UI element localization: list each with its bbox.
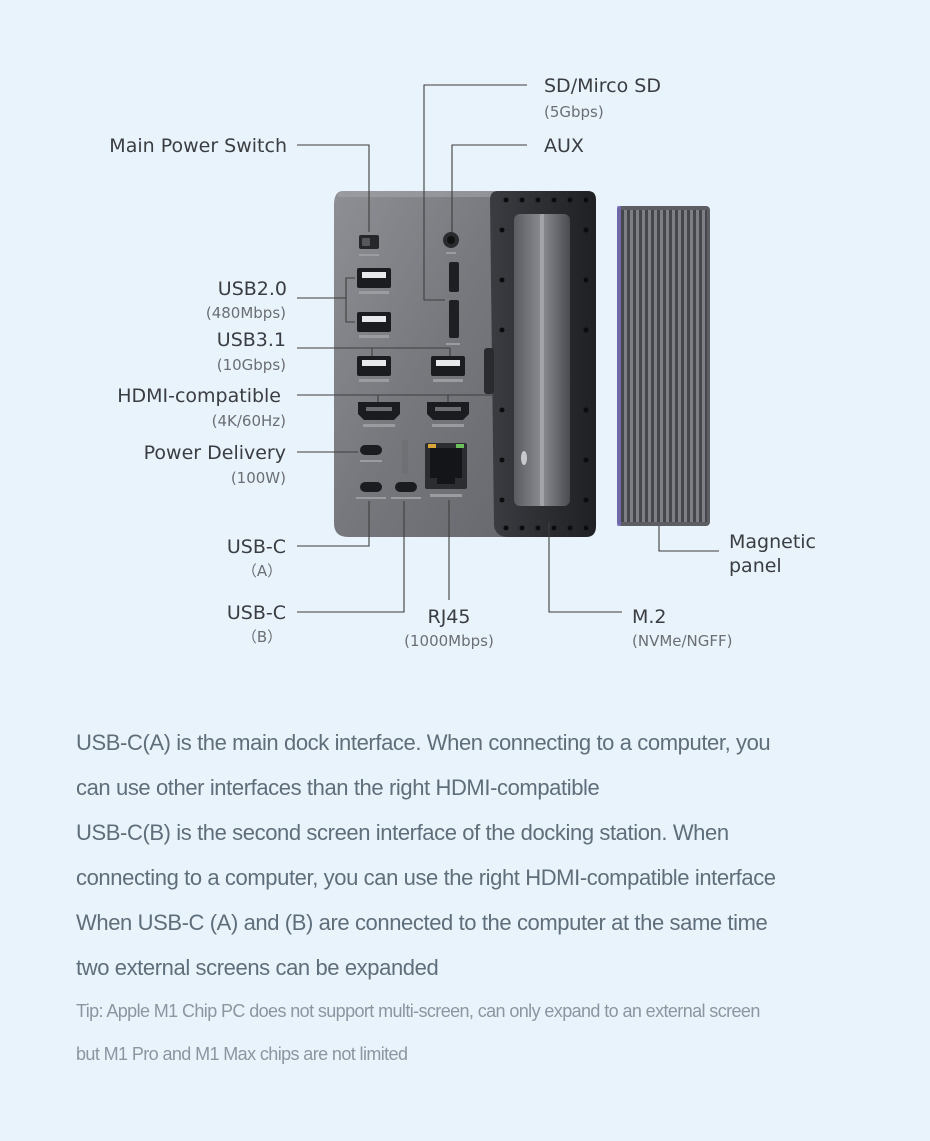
- usb31-port-left-icon: [357, 356, 391, 382]
- label-pd-title: Power Delivery: [144, 442, 286, 464]
- usb31-port-right-icon: [431, 356, 465, 382]
- usb2-port-bottom-icon: [357, 312, 391, 338]
- label-usb31-sub: (10Gbps): [217, 356, 286, 374]
- power-switch-icon: [359, 235, 379, 256]
- description-line: When USB-C (A) and (B) are connected to …: [76, 910, 768, 935]
- label-hdmi-title: HDMI-compatible: [117, 385, 281, 407]
- tip-line: but M1 Pro and M1 Max chips are not limi…: [76, 1044, 408, 1064]
- label-aux-title: AUX: [544, 135, 584, 157]
- description-line: two external screens can be expanded: [76, 955, 439, 980]
- label-power-switch-title: Main Power Switch: [109, 135, 287, 157]
- label-usb2-sub: (480Mbps): [206, 304, 286, 322]
- label-sd-title: SD/Mirco SD: [544, 75, 661, 97]
- description-line: can use other interfaces than the right …: [76, 775, 600, 800]
- hdmi-port-left-icon: [358, 402, 400, 427]
- label-m2-title: M.2: [632, 606, 667, 628]
- description-block: USB-C(A) is the main dock interface. Whe…: [76, 720, 876, 1076]
- usbc-b-port-icon: [391, 440, 421, 499]
- label-magnetic-line1: Magnetic: [729, 531, 816, 553]
- label-usb31-title: USB3.1: [217, 329, 286, 351]
- label-magnetic-line2: panel: [729, 555, 782, 577]
- label-rj45-title: RJ45: [428, 606, 471, 628]
- label-m2-sub: (NVMe/NGFF): [632, 632, 733, 650]
- docking-station-diagram: SD/Mirco SD (5Gbps) AUX Main Power Switc…: [109, 75, 816, 650]
- usbc-power-delivery-port-icon: [360, 445, 382, 462]
- usbc-a-port-icon: [356, 482, 386, 499]
- label-rj45-sub: (1000Mbps): [404, 632, 494, 650]
- tip-line: Tip: Apple M1 Chip PC does not support m…: [76, 1001, 760, 1021]
- sd-card-slots-icon: [446, 262, 460, 345]
- label-usb2-title: USB2.0: [218, 278, 287, 300]
- magnetic-panel-image: [617, 206, 710, 526]
- hdmi-port-right-icon: [427, 402, 469, 427]
- description-line: connecting to a computer, you can use th…: [76, 865, 776, 890]
- dock-side-frame: [484, 191, 596, 537]
- label-usbc-a-sub: （A）: [242, 562, 282, 580]
- label-sd-sub: (5Gbps): [544, 103, 604, 121]
- label-usbc-a-title: USB-C: [227, 536, 286, 558]
- label-hdmi-sub: (4K/60Hz): [212, 412, 286, 430]
- label-usbc-b-title: USB-C: [227, 602, 286, 624]
- description-line: USB-C(A) is the main dock interface. Whe…: [76, 730, 771, 755]
- description-line: USB-C(B) is the second screen interface …: [76, 820, 729, 845]
- leader-lines: [297, 84, 719, 613]
- aux-jack-icon: [443, 232, 459, 254]
- rj45-port-icon: [425, 443, 467, 497]
- label-usbc-b-sub: （B）: [242, 628, 282, 646]
- usb2-port-top-icon: [357, 268, 391, 294]
- label-pd-sub: (100W): [231, 469, 286, 487]
